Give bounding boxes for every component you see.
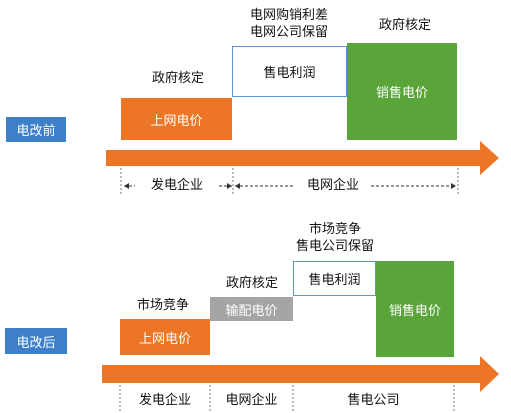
label-grid-margin-line2: 电网公司保留 <box>249 25 328 40</box>
label-government-set-mid: 政府核定 <box>225 276 278 291</box>
label-government-set-left: 政府核定 <box>151 71 204 86</box>
segment-generation-bottom: 发电企业 <box>138 393 191 408</box>
label-retailer-retained: 售电公司保留 <box>295 239 374 254</box>
timeline-arrow-top <box>106 141 499 175</box>
tag-before-reform: 电改前 <box>6 117 66 142</box>
box-transmission-price: 输配电价 <box>210 297 293 321</box>
segment-grid-top: 电网企业 <box>295 178 371 194</box>
segment-generation-top: 发电企业 <box>135 178 219 194</box>
box-retail-price-before: 销售电价 <box>347 43 457 140</box>
box-retail-price-after: 销售电价 <box>376 261 454 357</box>
box-sales-profit-before: 售电利润 <box>232 46 347 97</box>
span-generation-top <box>124 183 232 189</box>
box-on-grid-price-before: 上网电价 <box>121 98 232 140</box>
box-sales-profit-after: 售电利润 <box>293 261 376 296</box>
label-government-set-right: 政府核定 <box>378 18 431 33</box>
tag-after-reform: 电改后 <box>5 328 67 354</box>
box-on-grid-price-after: 上网电价 <box>120 319 210 355</box>
timeline-arrow-bottom <box>102 356 499 392</box>
segment-retailer-bottom: 售电公司 <box>347 393 400 408</box>
segment-grid-bottom: 电网企业 <box>225 393 278 408</box>
span-grid-top <box>235 183 456 189</box>
label-market-competition-left: 市场竞争 <box>136 298 189 313</box>
label-grid-margin-line1: 电网购销利差 <box>249 8 328 23</box>
label-market-competition-right: 市场竞争 <box>308 222 361 237</box>
